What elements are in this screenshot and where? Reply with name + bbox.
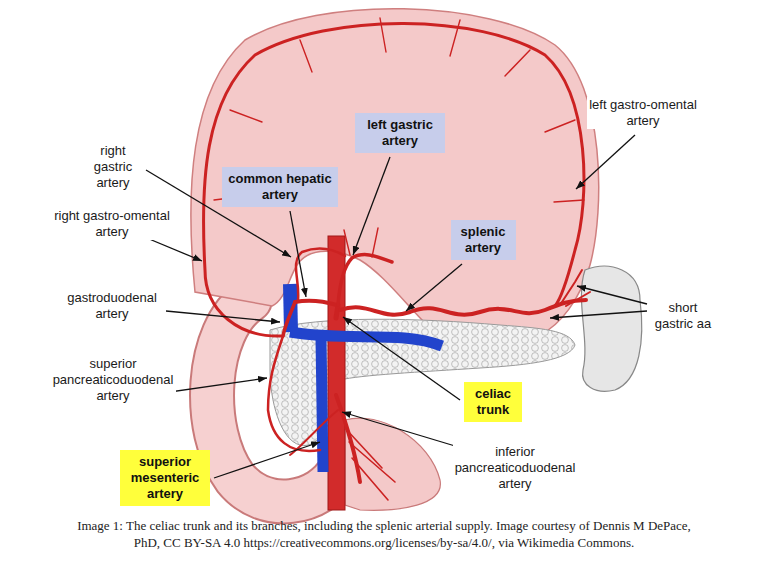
leader-line xyxy=(550,311,647,318)
leader-line xyxy=(290,211,306,297)
left-gastric-vessel xyxy=(338,255,392,305)
anatomy-label: right gastric artery xyxy=(83,143,143,191)
gastroduodenal-vessel xyxy=(283,302,295,336)
figure-caption: Image 1: The celiac trunk and its branch… xyxy=(64,517,704,551)
vessel-name: celiac trunk xyxy=(469,386,517,418)
arteries xyxy=(203,18,590,500)
gastro-omental-arc xyxy=(203,23,583,336)
anatomy-label: short gastric aa xyxy=(648,300,718,332)
vessel-box: superior mesenteric artery xyxy=(120,450,210,506)
superior-mesenteric-vessel xyxy=(336,395,360,482)
spleen xyxy=(581,266,641,391)
vessel-name: common hepatic artery xyxy=(227,171,333,203)
splenic-vessel xyxy=(340,300,586,315)
vessel-box: splenic artery xyxy=(451,220,516,260)
vessel-name: splenic artery xyxy=(456,224,511,256)
jejunal-branch xyxy=(345,428,382,468)
vessel-name: left gastric artery xyxy=(360,117,440,149)
jejunum xyxy=(345,418,440,510)
leader-line xyxy=(406,264,462,311)
stomach xyxy=(191,9,599,338)
leader-line xyxy=(353,157,390,255)
jejunal-branch xyxy=(352,458,388,500)
short-gastric-vessel xyxy=(566,292,590,306)
vessel-box: common hepatic artery xyxy=(222,167,338,207)
gastric-branches xyxy=(214,18,584,257)
leader-line xyxy=(166,311,280,322)
anatomy-label: left gastro-omental artery xyxy=(587,97,699,129)
leader-line xyxy=(577,286,647,304)
vessel-name: superior mesenteric artery xyxy=(125,454,205,502)
vessel-box: celiac trunk xyxy=(464,382,522,422)
anatomy-label: right gastro-omental artery xyxy=(50,208,175,240)
leader-line xyxy=(343,317,460,400)
inferior-pancreaticoduodenal-vessel xyxy=(290,410,338,455)
leader-line xyxy=(214,442,320,478)
anatomy-label: inferior pancreaticoduodenal artery xyxy=(453,444,578,492)
anatomy-label: gastroduodenal artery xyxy=(62,290,162,322)
vessel-box: left gastric artery xyxy=(355,113,445,153)
common-hepatic-vessel xyxy=(295,301,337,305)
superior-mesenteric-vein xyxy=(321,338,323,472)
anatomy-label: superior pancreaticoduodenal artery xyxy=(51,356,176,404)
leader-line xyxy=(576,135,635,189)
